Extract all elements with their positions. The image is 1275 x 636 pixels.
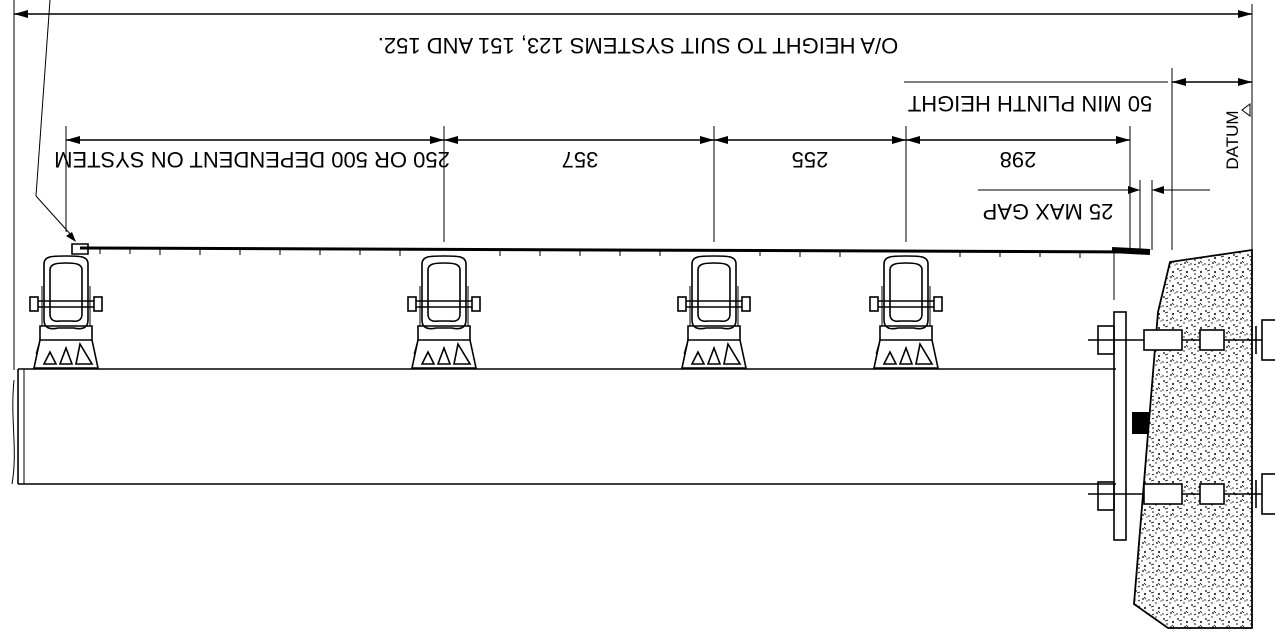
bracket-3 <box>677 255 751 369</box>
spacing-dimension-chain: 298 255 357 250 OR 500 DEPENDENT ON SYST… <box>54 126 1131 250</box>
plinth-dimension: 50 MIN PLINTH HEIGHT <box>904 68 1252 250</box>
dimension-255: 255 <box>792 147 829 172</box>
concrete-wall <box>1133 248 1253 629</box>
anchor-bolt-lower <box>1088 473 1275 515</box>
plinth-height-label: 50 MIN PLINTH HEIGHT <box>908 91 1152 116</box>
dimension-298: 298 <box>1000 147 1037 172</box>
dimension-357: 357 <box>562 147 599 172</box>
support-beam <box>11 368 1116 485</box>
datum-label: DATUM <box>1223 110 1242 169</box>
overall-height-dimension: O/A HEIGHT TO SUIT SYSTEMS 123, 151 AND … <box>13 0 1253 370</box>
leader-line <box>35 0 51 197</box>
overall-height-label: O/A HEIGHT TO SUIT SYSTEMS 123, 151 AND … <box>378 33 898 58</box>
bracket-4 <box>869 255 943 369</box>
gap-dimension: 25 MAX GAP <box>978 180 1210 250</box>
conductor-cable <box>71 243 1151 258</box>
anchor-bolt-upper <box>1088 319 1275 361</box>
max-gap-label: 25 MAX GAP <box>983 199 1114 224</box>
dimension-250-or-500: 250 OR 500 DEPENDENT ON SYSTEM <box>54 147 450 172</box>
bracket-2 <box>407 255 481 369</box>
datum-marker: DATUM <box>1223 103 1251 170</box>
bracket-1 <box>29 255 103 369</box>
